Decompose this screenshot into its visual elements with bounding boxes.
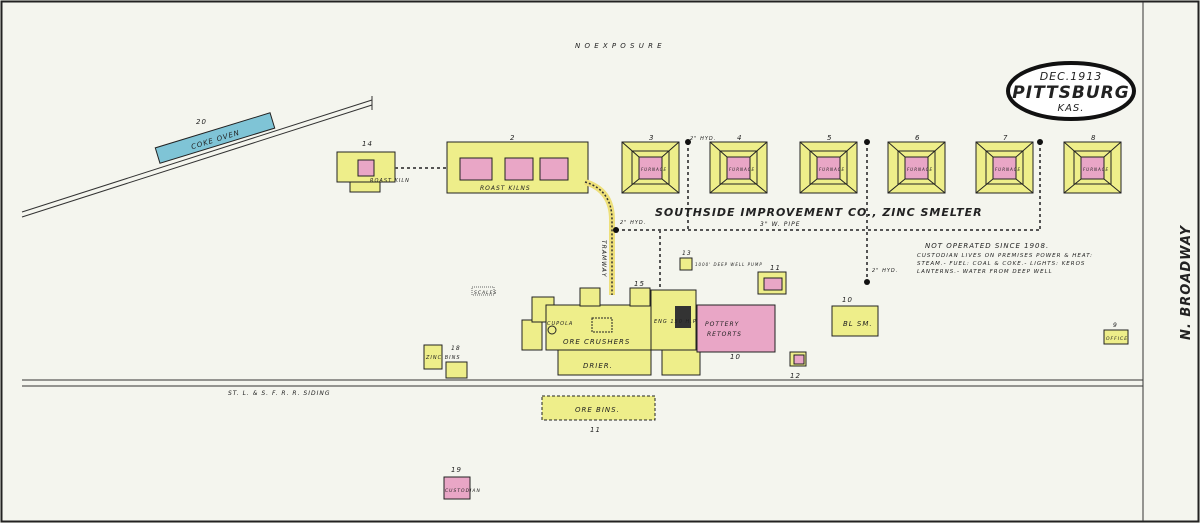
water-pipes: 2" HYD. 2" HYD. 2" HYD. 3" W. PIPE (613, 136, 1043, 290)
ore-bins-label: ORE BINS. (575, 406, 620, 414)
track (21, 99, 373, 213)
note-line: CUSTODIAN LIVES ON PREMISES POWER & HEAT… (917, 253, 1093, 259)
hyd-label: 2" HYD. (872, 268, 898, 274)
furnace-label: FURNACE (995, 167, 1021, 172)
furnace-label: FURNACE (819, 167, 845, 172)
furnace-4: 4 FURNACE (709, 134, 768, 194)
note-line: LANTERNS.- WATER FROM DEEP WELL (917, 269, 1053, 275)
furnace-label: FURNACE (729, 167, 755, 172)
furnaces: 3 FURNACE 4 FURNACE 5 FURNACE 6 FURNACE (621, 134, 1122, 194)
bl-sm: 10 BL SM. (831, 296, 879, 337)
company-name: SOUTHSIDE IMPROVEMENT CO., ZINC SMELTER (655, 206, 983, 219)
custodian-label: CUSTODIAN (445, 488, 481, 494)
ore-crushers-label: ORE CRUSHERS (563, 338, 630, 346)
furnace-5: 5 FURNACE (799, 134, 858, 194)
scales-label: SCALES (474, 290, 497, 296)
bldg-11-num: 11 (770, 264, 781, 272)
furnace-3: 3 FURNACE (621, 134, 680, 194)
retorts-label: RETORTS (707, 331, 742, 338)
building-12: 12 (789, 351, 807, 380)
building-11: 11 (757, 264, 787, 295)
furnace-label: FURNACE (1083, 167, 1109, 172)
badge-state: KAS. (1058, 103, 1085, 114)
well-num: 13 (682, 250, 692, 257)
furnace-num: 8 (1091, 134, 1096, 142)
office-num: 9 (1113, 322, 1118, 329)
office-label: OFFICE (1106, 336, 1128, 342)
zinc-bins-label: ZINC BINS (425, 355, 461, 361)
pottery-label: POTTERY (705, 321, 740, 328)
pottery-retorts: POTTERY RETORTS 10 (696, 304, 776, 361)
roast-kilns: 2 ROAST KILNS (446, 134, 589, 194)
roast-kilns-num: 2 (510, 134, 515, 142)
furnace-num: 3 (649, 134, 654, 142)
railroad-label: ST. L. & S. F. R. R. SIDING (228, 390, 331, 397)
roast-kiln-small: 14 ROAST KILN (336, 140, 447, 193)
furnace-num: 5 (827, 134, 832, 142)
roast-kiln-small-label: ROAST KILN (370, 178, 410, 184)
zinc-bins: 18 ZINC BINS (423, 344, 468, 379)
furnace-6: 6 FURNACE (887, 134, 946, 194)
wpipe-label: 3" W. PIPE (760, 221, 801, 228)
furnace-7: 7 FURNACE (975, 134, 1034, 194)
bldg-12-num: 12 (790, 372, 801, 380)
cupola-label: CUPOLA (547, 321, 573, 327)
bl-sm-label: BL SM. (843, 320, 873, 328)
engine-label: ENG 150 H.P. (654, 319, 699, 325)
roast-kiln-small-num: 14 (362, 140, 373, 148)
custodian: 19 CUSTODIAN (443, 466, 481, 500)
crushers-num: 15 (634, 280, 645, 288)
ore-bins: ORE BINS. 11 (541, 395, 656, 434)
exposure-note: N O E X P O S U R E (575, 42, 663, 50)
hyd-label: 2" HYD. (690, 136, 716, 142)
well-pump: 13 1000' DEEP WELL PUMP (679, 250, 763, 271)
ore-crushers-complex: CUPOLA ORE CRUSHERS DRIER. ENG 150 H.P. … (521, 280, 701, 376)
office: 9 OFFICE (1103, 322, 1129, 345)
notes: NOT OPERATED SINCE 1908. CUSTODIAN LIVES… (917, 242, 1093, 275)
badge-date: DEC.1913 (1040, 70, 1103, 83)
zinc-bins-num: 18 (451, 345, 461, 352)
bl-sm-num: 10 (842, 296, 853, 304)
scales: SCALES (471, 286, 497, 296)
track-rail (21, 104, 373, 218)
furnace-num: 4 (737, 134, 742, 142)
pottery-num: 10 (730, 353, 741, 361)
furnace-num: 7 (1003, 134, 1008, 142)
furnace-label: FURNACE (641, 167, 667, 172)
well-label: 1000' DEEP WELL PUMP (695, 262, 763, 267)
drier-label: DRIER. (583, 362, 613, 370)
furnace-num: 6 (915, 134, 920, 142)
roast-kilns-label: ROAST KILNS (480, 185, 531, 192)
furnace-label: FURNACE (907, 167, 933, 172)
coke-oven-num: 20 (196, 118, 207, 126)
hyd-label: 2" HYD. (620, 220, 646, 226)
street-label: N. BROADWAY (1179, 224, 1194, 340)
badge-city: PITTSBURG (1012, 83, 1129, 103)
note-line: STEAM.- FUEL: COAL & COKE.- LIGHTS: KERO… (917, 261, 1085, 267)
custodian-num: 19 (451, 466, 462, 474)
tramway-line (584, 181, 613, 295)
tramway-label: TRAMWAY (600, 240, 607, 278)
furnace-8: 8 FURNACE (1063, 134, 1122, 194)
title-badge: DEC.1913 PITTSBURG KAS. (1006, 61, 1136, 121)
ore-bins-num: 11 (590, 426, 601, 434)
note-line: NOT OPERATED SINCE 1908. (925, 242, 1049, 250)
